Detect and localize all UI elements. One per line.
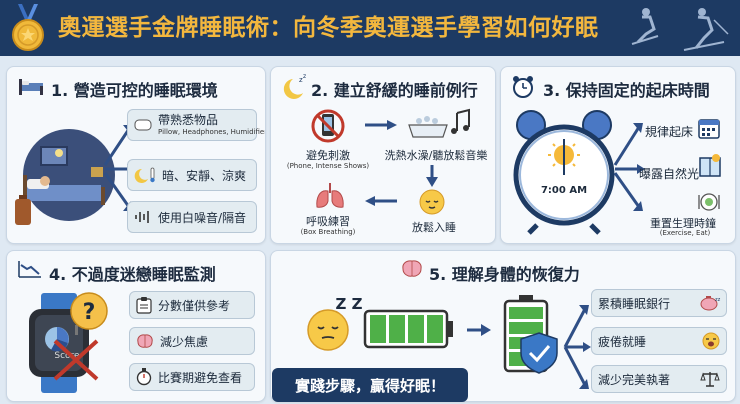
item-less-perfectionism: 減少完美執著 bbox=[591, 365, 727, 393]
item-score-reference: 分數僅供參考 bbox=[129, 291, 255, 319]
brain-icon bbox=[137, 334, 153, 348]
item-avoid-label: 比賽期避免查看 bbox=[158, 370, 243, 385]
card-wake-time: 3. 保持固定的起床時間 7:00 AM 規律起床 曝露自然光 bbox=[500, 66, 736, 244]
item-dark-quiet-cool: 暗、安靜、涼爽 bbox=[127, 159, 257, 191]
sun-window-icon bbox=[699, 154, 721, 177]
call-to-action-banner: 實踐步驟，贏得好眠！ bbox=[272, 368, 468, 402]
item-white-noise-label: 使用白噪音/隔音 bbox=[158, 210, 247, 225]
arrow-down-icon bbox=[426, 165, 438, 187]
battery-full-shield-icon bbox=[503, 295, 558, 374]
item-white-noise: 使用白噪音/隔音 bbox=[127, 201, 257, 233]
svg-text:zz: zz bbox=[715, 297, 721, 303]
watch-screen-text: Score bbox=[54, 351, 80, 361]
sleeping-face-icon bbox=[419, 189, 445, 215]
card-2-title: 2. 建立舒緩的睡前例行 bbox=[311, 81, 478, 100]
item-familiar-items: 帶熟悉物品 Pillow, Headphones, Humidifier bbox=[127, 109, 265, 141]
page-title: 奧運選手金牌睡眠術：向冬季奧運選手學習如何好眠 bbox=[58, 15, 599, 41]
clipboard-icon bbox=[136, 297, 152, 314]
step-avoid-stimulus-label: 避免刺激 bbox=[306, 149, 350, 162]
zzz-text: Z Z bbox=[335, 295, 363, 313]
stopwatch-icon bbox=[136, 368, 152, 386]
clock-time: 7:00 AM bbox=[540, 185, 588, 196]
step-breathing-sub: (Box Breathing) bbox=[300, 228, 356, 236]
card-5-title: 5. 理解身體的恢復力 bbox=[429, 265, 580, 284]
step-breathing-label: 呼吸練習 bbox=[306, 215, 350, 228]
arrows-fan-icon bbox=[563, 305, 591, 389]
arrow-right-icon bbox=[467, 324, 491, 336]
arrow-right-icon bbox=[365, 120, 397, 130]
question-bubble-icon: ? bbox=[70, 292, 108, 330]
item-familiar-sub: Pillow, Headphones, Humidifier bbox=[158, 127, 266, 136]
plate-icon bbox=[698, 193, 720, 211]
item-perfection-label: 減少完美執著 bbox=[598, 372, 671, 387]
step-avoid-stimulus-sub: (Phone, Intense Shows) bbox=[286, 162, 370, 170]
item-reset-clock-label: 重置生理時鐘 bbox=[650, 217, 716, 230]
svg-text:z: z bbox=[303, 73, 306, 80]
item-reduce-anxiety: 減少焦慮 bbox=[129, 327, 255, 355]
card-4-title: 4. 不過度迷戀睡眠監測 bbox=[49, 265, 216, 284]
item-dark-label: 暗、安靜、涼爽 bbox=[162, 168, 247, 183]
moon-thermometer-icon bbox=[134, 167, 155, 183]
svg-text:?: ? bbox=[83, 300, 96, 325]
tired-face-icon bbox=[307, 309, 349, 351]
item-familiar-label: 帶熟悉物品 bbox=[158, 113, 219, 128]
card-sleep-tracking: 4. 不過度迷戀睡眠監測 Score ? 分數僅供參考 減少焦慮 bbox=[6, 250, 266, 402]
balance-scale-icon bbox=[700, 372, 720, 387]
item-sleep-when-tired: 疲倦就睡 bbox=[591, 327, 727, 355]
arrow-left-icon bbox=[365, 196, 397, 206]
svg-text:z: z bbox=[299, 76, 303, 84]
sound-wave-icon bbox=[135, 211, 149, 223]
item-tired-label: 疲倦就睡 bbox=[598, 334, 647, 349]
alarm-clock-icon bbox=[513, 110, 615, 235]
declining-chart-icon bbox=[18, 261, 41, 278]
item-avoid-checking: 比賽期避免查看 bbox=[129, 363, 255, 391]
battery-low-icon bbox=[363, 309, 453, 349]
alarm-clock-small-icon bbox=[513, 76, 533, 98]
item-reset-clock-sub: (Exercise, Eat) bbox=[659, 229, 711, 237]
item-anxiety-label: 減少焦慮 bbox=[160, 334, 209, 349]
item-score-label: 分數僅供參考 bbox=[158, 298, 231, 313]
item-regular-wake-label: 規律起床 bbox=[644, 125, 693, 139]
item-sleep-bank-label: 累積睡眠銀行 bbox=[598, 296, 671, 311]
yawning-face-icon bbox=[702, 332, 720, 350]
arrows-fan-icon bbox=[613, 123, 645, 211]
cross-mark-icon bbox=[53, 339, 99, 381]
bedroom-scene-icon bbox=[15, 129, 115, 225]
no-phone-icon bbox=[311, 109, 345, 143]
item-natural-light-label: 曝露自然光 bbox=[638, 167, 699, 181]
card-bedtime-routine: z z 2. 建立舒緩的睡前例行 避免刺激 (Phone, Intense Sh… bbox=[270, 66, 496, 244]
pillow-icon bbox=[134, 119, 152, 131]
gold-medal-icon bbox=[12, 4, 44, 51]
card-1-title: 1. 營造可控的睡眠環境 bbox=[51, 81, 218, 100]
card-sleep-environment: 1. 營造可控的睡眠環境 帶熟悉物品 Pillow, Headphones, H… bbox=[6, 66, 266, 244]
step-relax-label: 放鬆入睡 bbox=[412, 221, 456, 234]
card-3-title: 3. 保持固定的起床時間 bbox=[543, 81, 710, 100]
skier-silhouettes-icon bbox=[631, 8, 729, 51]
calendar-icon bbox=[698, 119, 720, 139]
bath-music-icon bbox=[408, 108, 470, 138]
moon-zzz-icon: z z bbox=[283, 73, 306, 99]
bed-icon bbox=[19, 79, 43, 95]
piggy-bank-icon: zz bbox=[700, 296, 721, 311]
step-bath-music-label: 洗熱水澡/聽放鬆音樂 bbox=[384, 149, 488, 162]
header-banner: 奧運選手金牌睡眠術：向冬季奧運選手學習如何好眠 bbox=[0, 0, 740, 56]
brain-title-icon bbox=[402, 260, 422, 277]
lungs-icon bbox=[316, 183, 344, 208]
item-sleep-bank: 累積睡眠銀行 zz bbox=[591, 289, 727, 317]
